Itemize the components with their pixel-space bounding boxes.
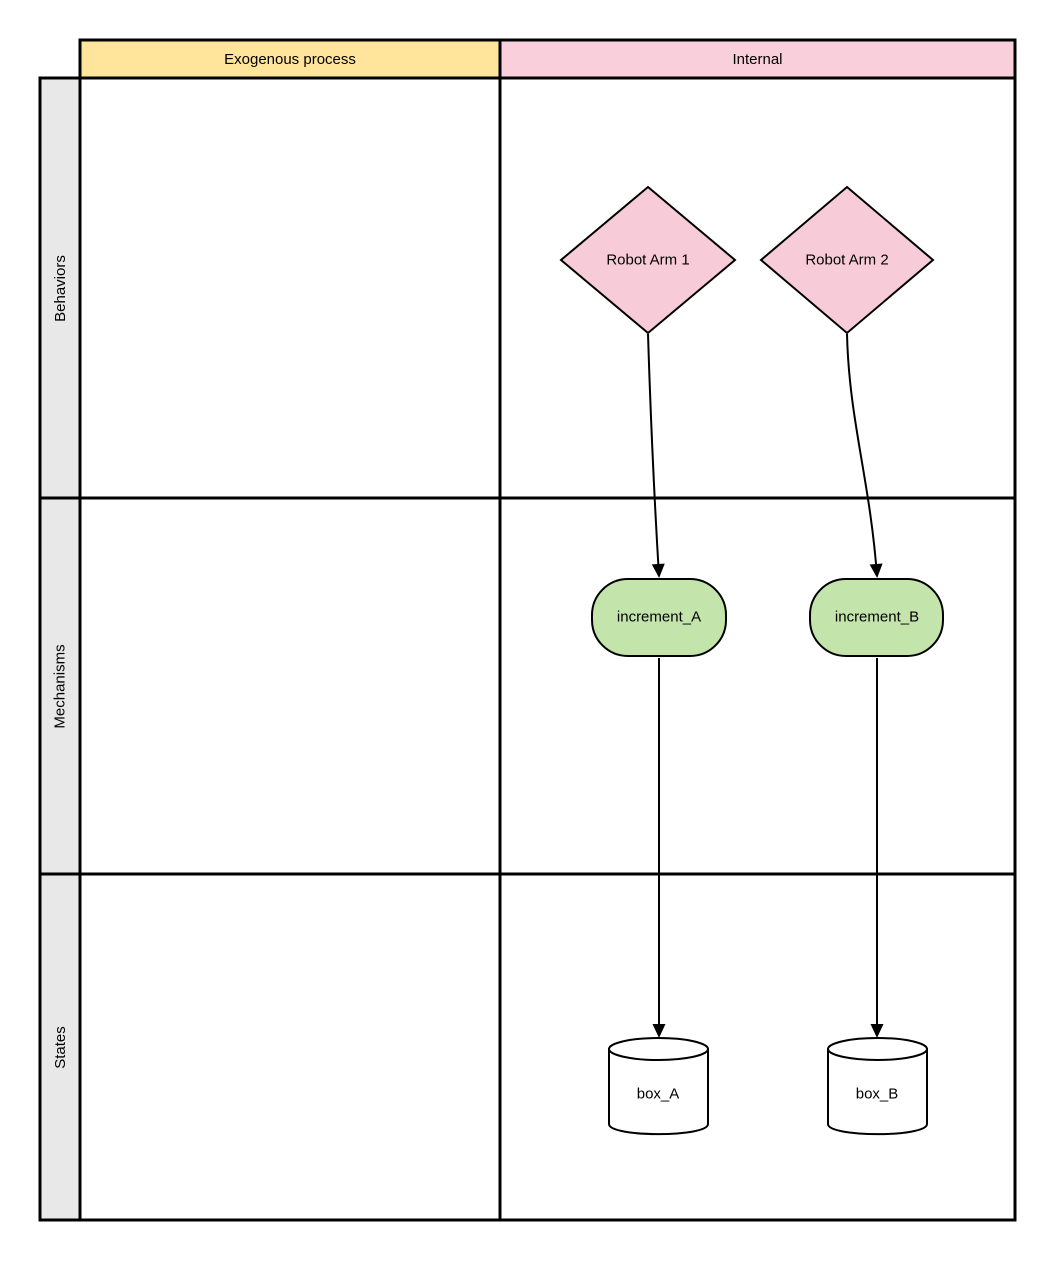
row-header-behaviors-label: Behaviors: [51, 254, 69, 322]
row-header-states: States: [40, 874, 80, 1220]
box-b-label: box_B: [855, 1085, 899, 1103]
column-header-exogenous-process-label: Exogenous process: [224, 50, 356, 68]
box-b-cylinder-top: [827, 1037, 928, 1061]
edge-robot-arm-1-to-increment-a: [647, 333, 665, 578]
robot-arm-2-label: Robot Arm 2: [805, 251, 889, 269]
row-header-behaviors: Behaviors: [40, 78, 80, 498]
box-a-cylinder-top: [608, 1037, 709, 1061]
column-header-exogenous-process: Exogenous process: [80, 40, 500, 78]
robot-arm-1-label: Robot Arm 1: [606, 251, 690, 269]
column-header-internal-label: Internal: [732, 50, 783, 68]
box-a-label: box_A: [636, 1085, 680, 1103]
row-header-mechanisms: Mechanisms: [40, 498, 80, 874]
edges: [647, 333, 884, 1038]
increment-b-label: increment_B: [834, 608, 920, 626]
increment-a-label: increment_A: [616, 608, 702, 626]
nodes: [559, 185, 944, 1136]
column-header-internal: Internal: [500, 40, 1015, 78]
row-header-states-label: States: [51, 1025, 69, 1069]
row-header-mechanisms-label: Mechanisms: [51, 643, 69, 729]
grid-lines: [38, 38, 1017, 1222]
edge-robot-arm-2-to-increment-b: [846, 333, 883, 578]
